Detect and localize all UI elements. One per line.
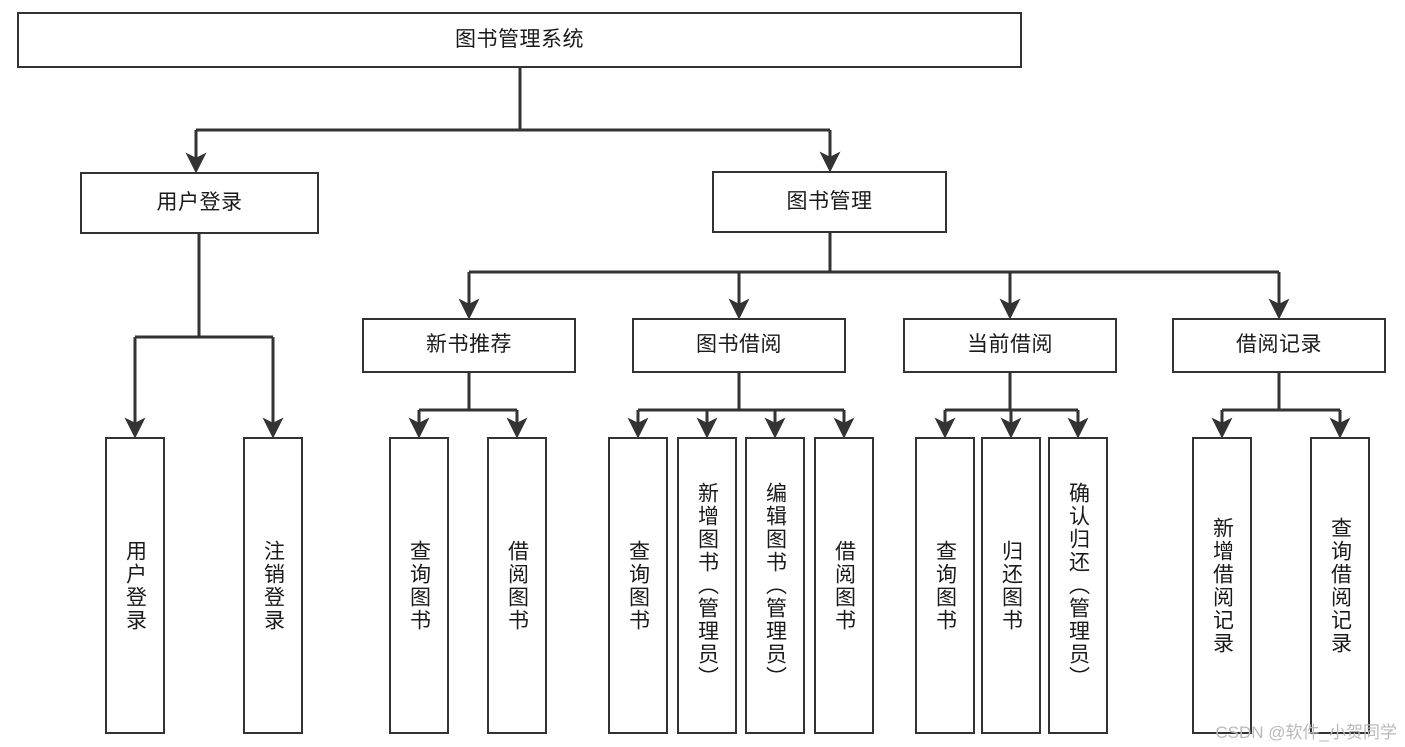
root-box-0[interactable]: 图书管理系统 (17, 12, 1022, 68)
leaf-box-9[interactable]: 归还图书 (981, 437, 1041, 734)
root-label-0: 图书管理系统 (455, 27, 584, 51)
leaf-box-12[interactable]: 查询借阅记录 (1310, 437, 1370, 734)
leaf-label-1: 注销登录 (261, 539, 285, 632)
leaf-label-11: 新增借阅记录 (1210, 516, 1234, 655)
leaf-box-8[interactable]: 查询图书 (915, 437, 975, 734)
leaf-box-3[interactable]: 借阅图书 (487, 437, 547, 734)
level2-box-3[interactable]: 借阅记录 (1172, 318, 1386, 373)
leaf-box-5[interactable]: 新增图书（管理员） (677, 437, 737, 734)
level2-label-3: 借阅记录 (1236, 333, 1322, 357)
leaf-box-4[interactable]: 查询图书 (608, 437, 668, 734)
leaf-label-0: 用户登录 (123, 539, 147, 632)
level2-box-2[interactable]: 当前借阅 (903, 318, 1117, 373)
leaf-label-6: 编辑图书（管理员） (763, 482, 787, 689)
leaf-label-3: 借阅图书 (505, 539, 529, 632)
leaf-label-2: 查询图书 (407, 539, 431, 632)
level2-box-1[interactable]: 图书借阅 (632, 318, 846, 373)
leaf-label-5: 新增图书（管理员） (695, 482, 719, 689)
leaf-box-6[interactable]: 编辑图书（管理员） (745, 437, 805, 734)
leaf-label-9: 归还图书 (999, 539, 1023, 632)
leaf-box-2[interactable]: 查询图书 (389, 437, 449, 734)
level1-label-0: 用户登录 (156, 190, 243, 214)
leaf-label-8: 查询图书 (933, 539, 957, 632)
level2-label-2: 当前借阅 (967, 333, 1053, 357)
level2-label-1: 图书借阅 (696, 333, 782, 357)
leaf-box-10[interactable]: 确认归还（管理员） (1048, 437, 1108, 734)
level1-label-1: 图书管理 (786, 189, 873, 213)
leaf-box-1[interactable]: 注销登录 (243, 437, 303, 734)
leaf-label-4: 查询图书 (626, 539, 650, 632)
leaf-label-12: 查询借阅记录 (1328, 516, 1352, 655)
level1-box-1[interactable]: 图书管理 (712, 171, 947, 233)
leaf-label-7: 借阅图书 (832, 539, 856, 632)
leaf-label-10: 确认归还（管理员） (1066, 482, 1090, 689)
leaf-box-0[interactable]: 用户登录 (105, 437, 165, 734)
leaf-box-11[interactable]: 新增借阅记录 (1192, 437, 1252, 734)
level2-box-0[interactable]: 新书推荐 (362, 318, 576, 373)
level1-box-0[interactable]: 用户登录 (80, 172, 319, 234)
leaf-box-7[interactable]: 借阅图书 (814, 437, 874, 734)
level2-label-0: 新书推荐 (426, 333, 512, 357)
